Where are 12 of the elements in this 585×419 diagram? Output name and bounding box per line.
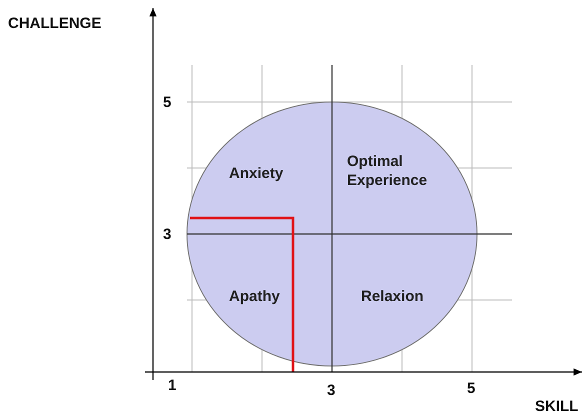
circle	[186, 102, 478, 366]
quadrant-label: Anxiety	[229, 164, 284, 183]
tick-label: 5	[467, 380, 476, 397]
quadrant-label: Relaxion	[361, 287, 425, 306]
tick-label: 1	[168, 377, 176, 394]
tick-label: 5	[163, 94, 172, 111]
quadrant-label: Apathy	[229, 287, 281, 306]
axis-title: SKILL	[535, 398, 578, 415]
tick-label: 3	[327, 382, 336, 399]
tick-label: 3	[163, 226, 172, 243]
quadrant-label: Optimal Experience	[347, 152, 428, 190]
axis-title: CHALLENGE	[8, 15, 102, 32]
